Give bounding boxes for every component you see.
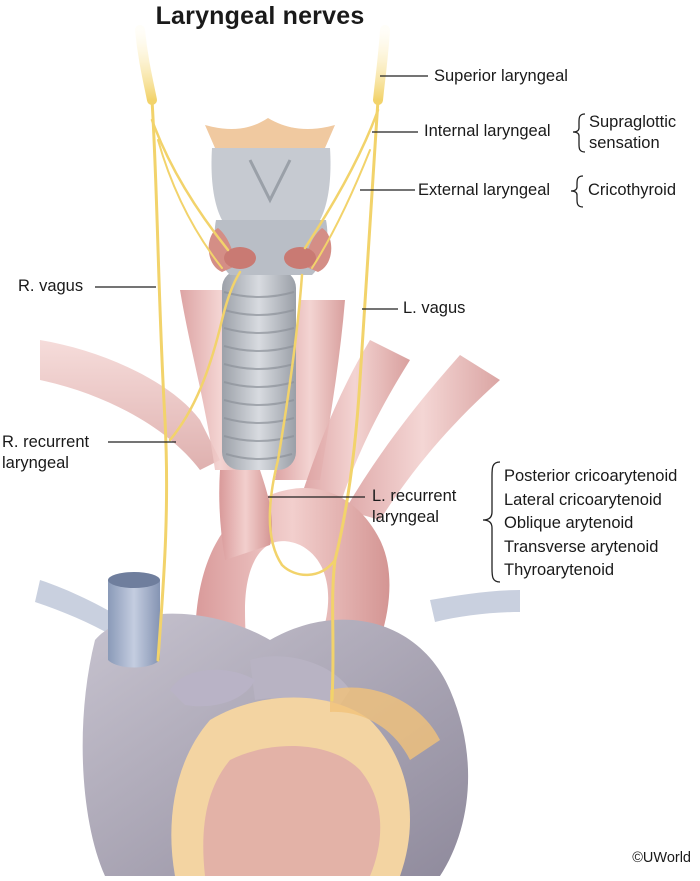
label-external-laryngeal: External laryngeal (418, 181, 551, 199)
label-r-recurrent-line1: R. recurrent (2, 433, 90, 451)
left-external-laryngeal-nerve (311, 149, 371, 269)
label-recurrent-muscles: Posterior cricoarytenoid Lateral cricoar… (504, 465, 677, 583)
label-supraglottic-sensation: Supraglottic sensation (589, 112, 676, 154)
left-recurrent-laryngeal-nerve (268, 273, 337, 577)
label-internal-laryngeal: Internal laryngeal (424, 122, 551, 140)
larynx (205, 118, 335, 275)
leader-lines (95, 75, 428, 498)
muscle-item: Transverse arytenoid (504, 537, 659, 556)
label-r-recurrent-laryngeal: R. recurrent laryngeal (2, 432, 89, 474)
label-supraglottic-line2: sensation (589, 134, 660, 152)
muscle-item: Lateral cricoarytenoid (504, 490, 662, 509)
left-vagus-nerve (330, 98, 380, 702)
muscle-item: Oblique arytenoid (504, 514, 634, 532)
right-superior-laryngeal-nerve (150, 118, 230, 252)
label-l-vagus: L. vagus (403, 299, 466, 317)
braces (482, 113, 586, 583)
nerves (135, 25, 390, 702)
superior-vena-cava (108, 572, 160, 668)
label-l-recurrent-line2: laryngeal (372, 508, 439, 526)
brace-recurrent-muscles (482, 461, 501, 583)
brace-cricothyroid (570, 175, 584, 208)
right-recurrent-laryngeal-nerve (168, 270, 242, 442)
label-r-recurrent-line2: laryngeal (2, 454, 69, 472)
left-superior-laryngeal-nerve (303, 108, 380, 250)
heart (82, 613, 469, 876)
label-l-recurrent-laryngeal: L. recurrent laryngeal (372, 486, 456, 528)
label-supraglottic-line1: Supraglottic (589, 113, 677, 131)
label-r-vagus: R. vagus (18, 277, 84, 295)
right-vagus-nerve (150, 98, 169, 662)
muscle-item: Posterior cricoarytenoid (504, 467, 678, 485)
label-superior-laryngeal: Superior laryngeal (434, 67, 568, 85)
trachea (222, 270, 296, 470)
label-l-recurrent-line1: L. recurrent (372, 487, 457, 505)
brace-supraglottic (572, 113, 586, 153)
copyright-credit: ©UWorld (632, 850, 691, 866)
page-title: Laryngeal nerves (155, 2, 365, 30)
great-vessels (35, 290, 520, 640)
right-external-laryngeal-nerve (157, 139, 223, 269)
label-cricothyroid: Cricothyroid (588, 181, 677, 199)
muscle-item: Thyroarytenoid (504, 561, 615, 579)
